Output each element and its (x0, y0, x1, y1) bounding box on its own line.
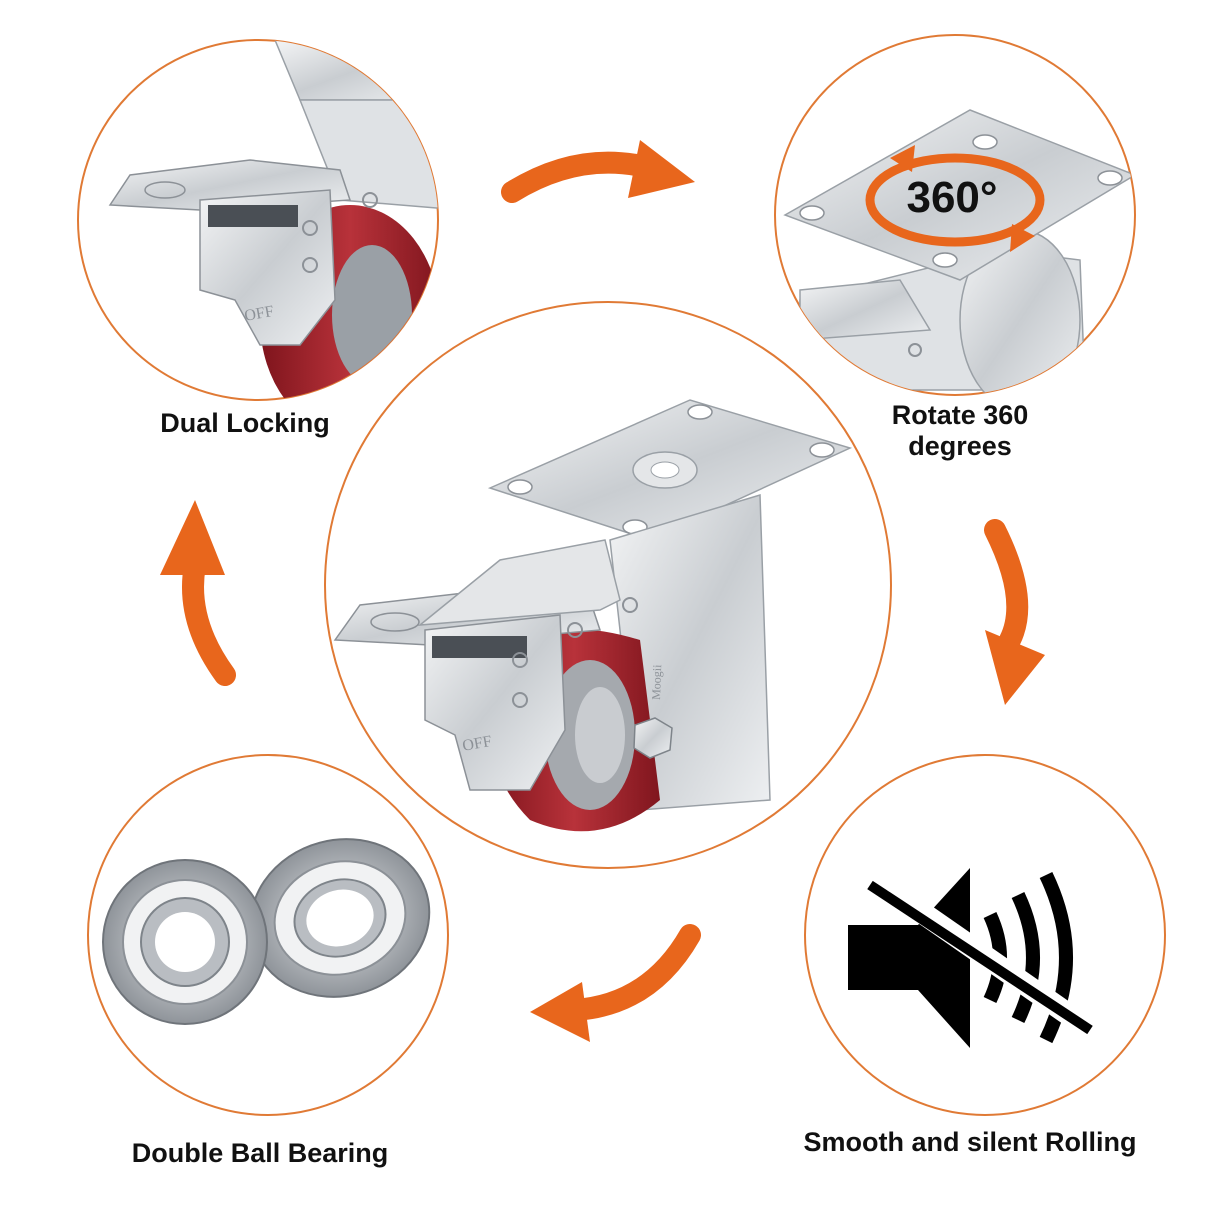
dual-locking-off-mark: OFF (243, 303, 275, 325)
caster-center-panel: Moogii OFF (324, 301, 892, 869)
arrow-top (501, 140, 695, 203)
center-off-mark: OFF (461, 733, 493, 755)
muted-speaker-icon (848, 868, 1095, 1048)
arrow-left (160, 500, 236, 686)
arrow-bottom (530, 924, 701, 1042)
silent-panel (804, 754, 1166, 1116)
dual-locking-panel: OFF (77, 39, 439, 401)
brand-mark: Moogii (649, 664, 664, 700)
rotate-label-line1: Rotate 360 (891, 400, 1029, 430)
smooth-silent-rolling-label: Smooth and silent Rolling (803, 1127, 1137, 1157)
dual-locking-label: Dual Locking (160, 408, 330, 438)
bearing-icon (249, 838, 431, 998)
double-ball-bearing-label: Double Ball Bearing (131, 1138, 389, 1168)
bearing-icon-front (102, 859, 268, 1025)
rotate-label-line2: degrees (908, 431, 1012, 461)
rotate-360-badge: 360° (906, 173, 997, 222)
bearing-panel (87, 754, 449, 1116)
arrow-right (984, 519, 1045, 705)
rotate-label: Rotate 360 degrees (840, 400, 1080, 462)
rotate-panel: 360° (774, 34, 1136, 396)
